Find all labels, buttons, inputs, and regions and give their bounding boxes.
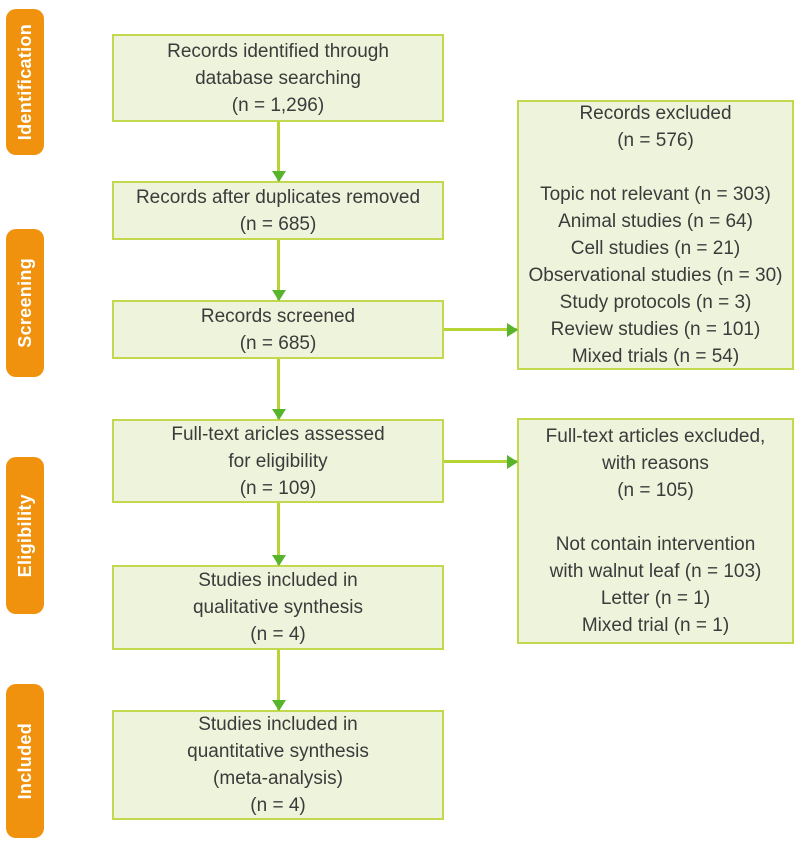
flow-box-records-after-duplicates: Records after duplicates removed (n = 68… [112,181,444,240]
arrow-head-right-icon [507,322,518,337]
arrow-fulltext-to-excluded [444,454,518,469]
stage-tab-eligibility: Eligibility [6,457,44,614]
flow-box-qualitative-synthesis: Studies included in qualitative synthesi… [112,565,444,650]
flow-box-records-identified: Records identified through database sear… [112,34,444,122]
arrow-screened-to-fulltext [271,359,286,420]
stage-label-screening: Screening [14,258,35,348]
side-box-records-excluded: Records excluded (n = 576) Topic not rel… [517,100,794,370]
arrow-head-down-icon [271,171,286,182]
arrow-head-right-icon [507,454,518,469]
stage-label-identification: Identification [14,23,35,141]
flow-box-fulltext-assessed: Full-text aricles assessed for eligibili… [112,419,444,503]
arrow-head-down-icon [271,409,286,420]
flow-box-quantitative-synthesis: Studies included in quantitative synthes… [112,710,444,820]
arrow-head-down-icon [271,555,286,566]
arrow-qualitative-to-quantitative [271,650,286,711]
stage-label-included: Included [14,722,35,800]
stage-tab-screening: Screening [6,229,44,377]
stage-label-eligibility: Eligibility [14,493,35,578]
arrow-duplicates-to-screened [271,240,286,301]
arrow-head-down-icon [271,700,286,711]
stage-tab-included: Included [6,684,44,838]
flow-box-records-screened: Records screened (n = 685) [112,300,444,359]
stage-tab-identification: Identification [6,9,44,155]
arrow-fulltext-to-qualitative [271,503,286,566]
arrow-screened-to-excluded [444,322,518,337]
side-box-fulltext-excluded: Full-text articles excluded, with reason… [517,418,794,644]
arrow-identified-to-duplicates [271,122,286,182]
arrow-head-down-icon [271,290,286,301]
